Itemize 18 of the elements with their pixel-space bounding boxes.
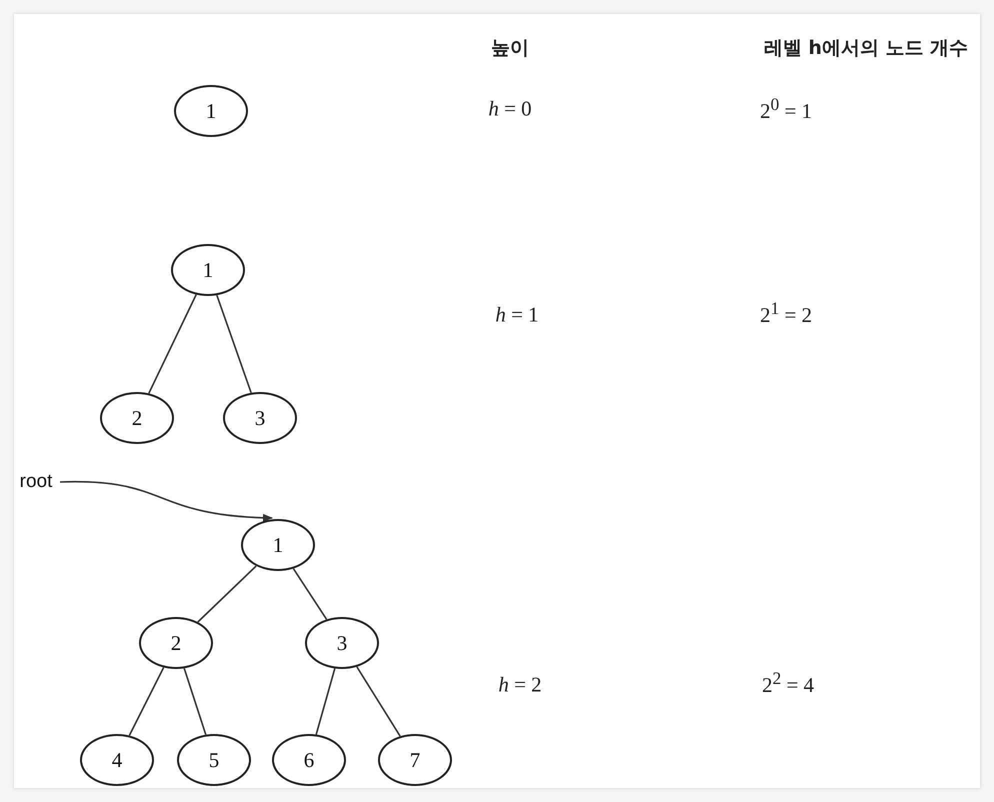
tree-edge [216, 294, 252, 394]
tree-edge [128, 667, 164, 736]
height-label: h = 1 [495, 302, 539, 328]
column-header: 높이 [491, 36, 529, 61]
tree-edge [197, 565, 257, 623]
tree-edge [183, 668, 207, 735]
column-header: 레벨 h에서의 노드 개수 [764, 36, 968, 61]
tree-edge [148, 294, 197, 394]
height-label: h = 0 [488, 96, 532, 122]
tree-edge [292, 568, 328, 620]
node-count-label: 2$^{1}$ = 2 [760, 298, 812, 328]
node-count-label: 2$^{0}$ = 1 [760, 94, 812, 124]
curved-arrow [60, 481, 273, 522]
node-count-label: 2$^{2}$ = 4 [762, 668, 814, 698]
tree-edge [315, 668, 336, 735]
root-label: root [14, 470, 58, 494]
height-label: h = 2 [498, 672, 542, 698]
tree-edge [356, 666, 401, 737]
